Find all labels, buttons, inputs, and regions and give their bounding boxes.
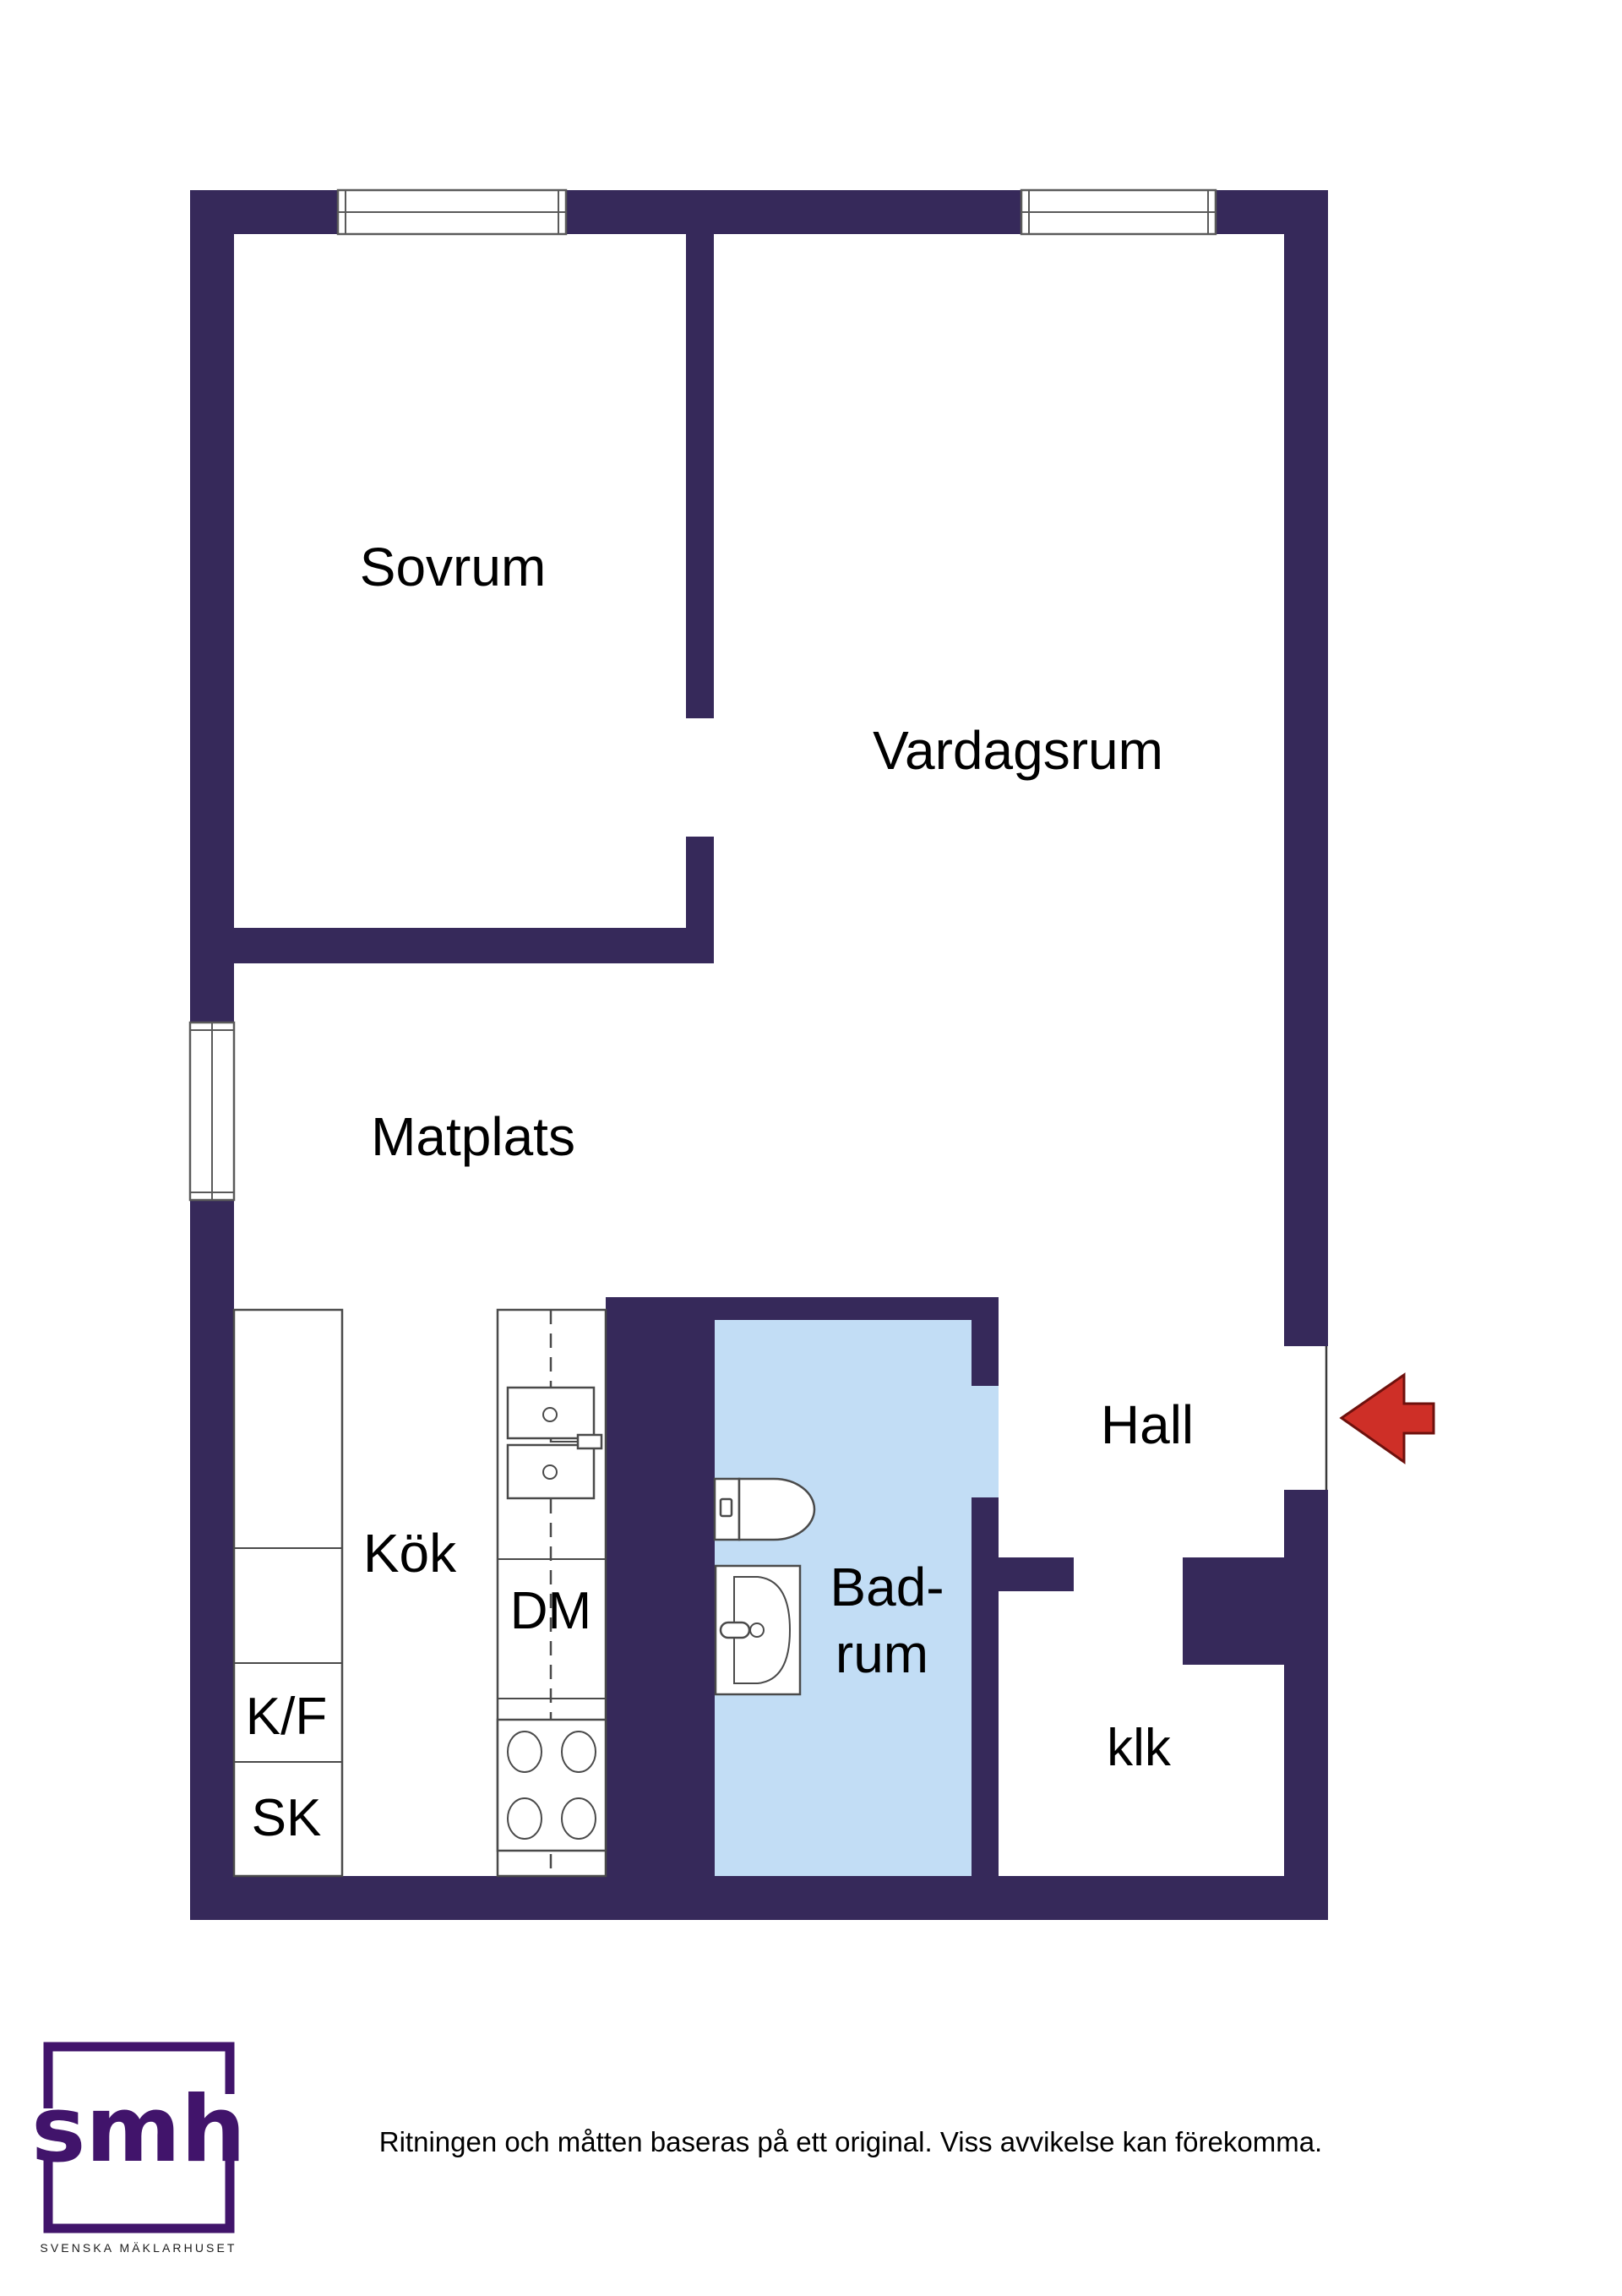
room-label-kok: Kök bbox=[363, 1523, 457, 1584]
appliance-label-dm: DM bbox=[510, 1582, 591, 1640]
bathroom-doorway-floor bbox=[972, 1386, 999, 1497]
room-label-klk: klk bbox=[1107, 1719, 1172, 1777]
room-label-matplats: Matplats bbox=[371, 1106, 575, 1167]
toilet-icon bbox=[713, 1477, 816, 1541]
windows bbox=[188, 188, 1217, 1202]
logo-text: smh bbox=[31, 2077, 246, 2183]
walls bbox=[190, 190, 1328, 1920]
disclaimer-text: Ritningen och måtten baseras på ett orig… bbox=[379, 2126, 1322, 2157]
wall-segment bbox=[606, 1297, 715, 1876]
entrance-arrow-icon bbox=[1339, 1372, 1435, 1464]
wall-segment bbox=[1284, 1490, 1328, 1920]
stove-icon bbox=[496, 1718, 607, 1852]
washbasin-icon bbox=[714, 1564, 802, 1696]
kitchen-fixtures bbox=[232, 1308, 607, 1878]
wall-segment bbox=[190, 1876, 1328, 1920]
window-icon bbox=[1020, 188, 1217, 236]
bathroom-fixtures bbox=[713, 1477, 816, 1696]
footer: smh SVENSKA MÄKLARHUSET Ritningen och må… bbox=[31, 2042, 1322, 2255]
wall-segment bbox=[234, 928, 714, 963]
logo-gap bbox=[41, 2108, 56, 2157]
kitchen-sink-icon bbox=[506, 1386, 603, 1500]
room-label-hall: Hall bbox=[1101, 1394, 1194, 1455]
wall-segment bbox=[686, 234, 714, 718]
logo-subtitle: SVENSKA MÄKLARHUSET bbox=[40, 2241, 237, 2255]
room-label-badrum-line2: rum bbox=[835, 1623, 928, 1684]
appliance-label-kf: K/F bbox=[246, 1688, 327, 1746]
wall-segment bbox=[684, 1297, 999, 1320]
room-label-sovrum: Sovrum bbox=[360, 537, 547, 597]
room-labels: Sovrum Vardagsrum Matplats Kök Bad- rum … bbox=[246, 537, 1194, 1847]
wall-segment bbox=[1284, 190, 1328, 1346]
wall-segment bbox=[972, 1497, 999, 1876]
appliance-label-sk: SK bbox=[252, 1789, 322, 1847]
room-label-vardagsrum: Vardagsrum bbox=[873, 720, 1163, 781]
window-icon bbox=[188, 1021, 236, 1202]
wall-segment bbox=[972, 1557, 1074, 1591]
window-icon bbox=[336, 188, 568, 236]
wall-segment bbox=[1183, 1557, 1284, 1665]
wall-segment bbox=[972, 1320, 999, 1386]
logo-gap bbox=[222, 2094, 237, 2151]
kitchen-counter-left bbox=[232, 1308, 344, 1878]
smh-logo-icon: smh bbox=[31, 2042, 246, 2233]
room-label-badrum-line1: Bad- bbox=[830, 1557, 944, 1617]
